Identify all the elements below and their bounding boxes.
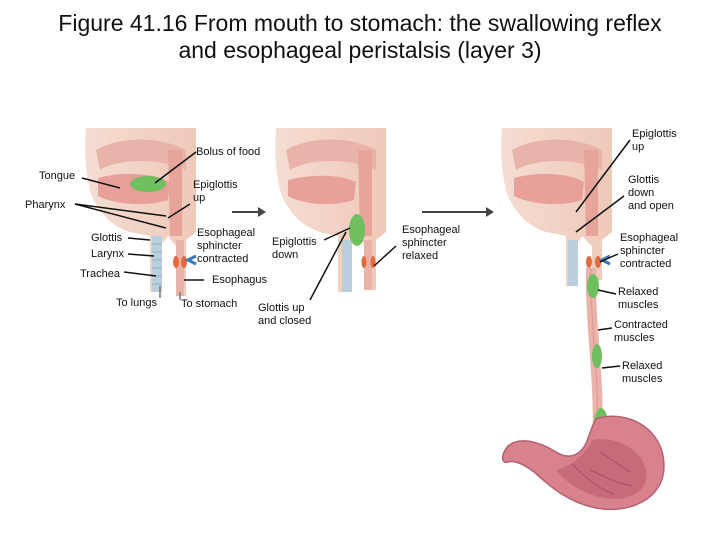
label-contracted-muscles: Contracted muscles [614, 319, 668, 344]
nasal-cavity-3 [512, 139, 602, 170]
arrow-1 [184, 254, 197, 266]
trachea-3 [568, 240, 578, 286]
nasal-cavity-2 [286, 139, 376, 170]
label-epiglottis-up-1: Epiglottis up [193, 179, 238, 204]
panel-2-leaders [309, 227, 397, 301]
label-larynx: Larynx [91, 248, 125, 260]
label-sphincter-contracted-3: Esophageal sphincter contracted [620, 232, 679, 270]
label-trachea: Trachea [80, 268, 120, 280]
panel-2-head [275, 128, 386, 292]
sphincter-3a [586, 256, 592, 268]
label-sphincter-contracted-1: Esophageal sphincter contracted [197, 227, 256, 265]
label-relaxed-muscles-1: Relaxed muscles [618, 286, 659, 311]
pharynx-1 [168, 150, 182, 236]
label-sphincter-relaxed: Esophageal sphincter relaxed [402, 224, 461, 262]
label-esophagus: Esophagus [212, 274, 268, 286]
sphincter-1a [173, 256, 179, 268]
trachea-1 [152, 236, 162, 292]
esophagus-3 [585, 267, 608, 441]
label-glottis-up-closed: Glottis up and closed [258, 302, 312, 327]
arrow-3 [598, 254, 611, 266]
stomach-3 [502, 415, 665, 511]
label-to-stomach: To stomach [181, 298, 238, 310]
bolus-3b [592, 344, 602, 368]
label-epiglottis-down: Epiglottis down [272, 236, 317, 261]
esophagus-1 [176, 240, 184, 296]
panel-3-head [501, 128, 612, 286]
trachea-2 [342, 240, 352, 292]
bolus-3a [587, 274, 599, 298]
panel-1-leaders [74, 151, 204, 281]
head-tissue-2 [275, 128, 386, 292]
label-glottis-down-open: Glottis down and open [628, 174, 674, 212]
sphincter-1b [181, 256, 187, 268]
esophagus-2 [364, 240, 372, 290]
label-bolus-of-food: Bolus of food [196, 146, 261, 158]
panel-3-leaders [575, 139, 631, 369]
label-pharynx: Pharynx [25, 199, 66, 211]
title-line-1: Figure 41.16 From mouth to stomach: the … [58, 10, 662, 36]
title-line-2: and esophageal peristalsis (layer 3) [178, 37, 542, 63]
sphincter-3b [595, 256, 601, 268]
bolus-2 [349, 214, 365, 246]
label-epiglottis-up-3: Epiglottis up [632, 128, 677, 153]
label-to-lungs: To lungs [116, 297, 157, 309]
mouth-cavity-3 [514, 173, 584, 205]
head-tissue-3 [501, 128, 612, 286]
label-relaxed-muscles-2: Relaxed muscles [622, 360, 663, 385]
figure-title: Figure 41.16 From mouth to stomach: the … [0, 10, 720, 64]
label-glottis: Glottis [91, 232, 123, 244]
sphincter-2a [361, 256, 367, 268]
mouth-cavity-2 [288, 175, 356, 205]
transition-arrow-2 [422, 207, 494, 217]
transition-arrow-1 [232, 207, 266, 217]
pharynx-2 [358, 150, 372, 236]
nasal-cavity-1 [96, 139, 186, 170]
bolus-1 [130, 176, 166, 192]
label-tongue: Tongue [39, 170, 76, 182]
